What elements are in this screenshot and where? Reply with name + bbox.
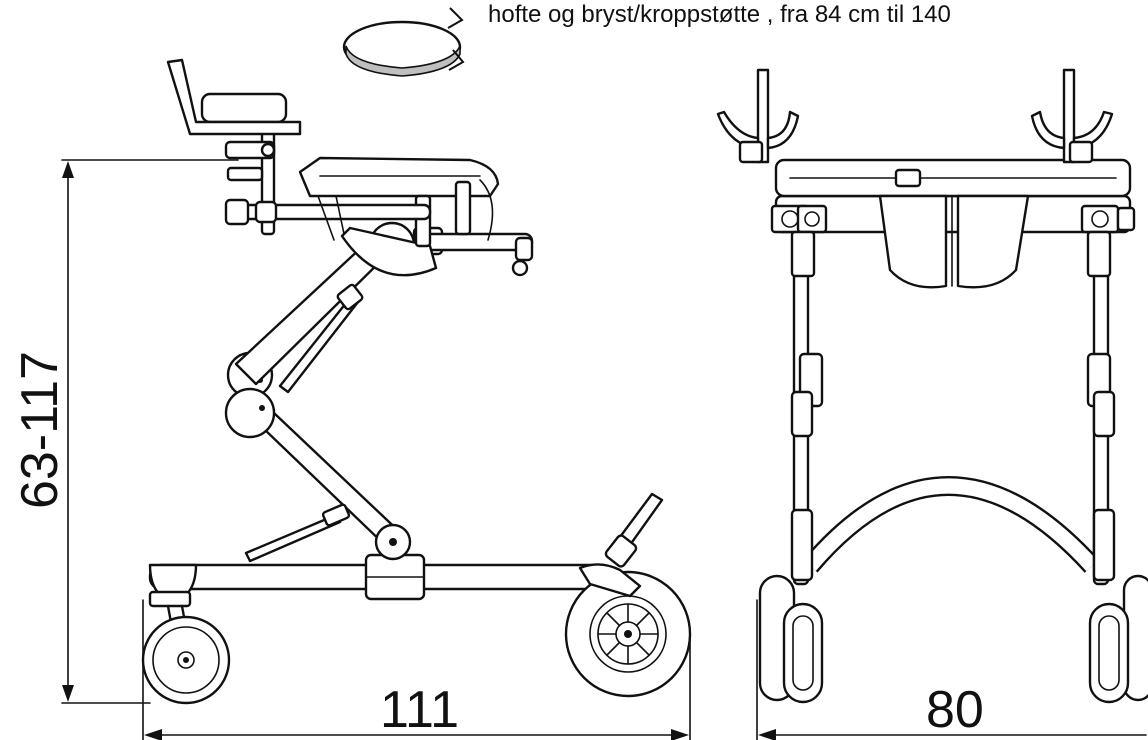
height-dimension-line <box>61 159 239 704</box>
front-width-dimension-line <box>756 599 1147 740</box>
front-width-dimension-label: 80 <box>926 681 984 739</box>
side-view-walker <box>141 58 692 705</box>
caption-text: hofte og bryst/kroppstøtte , fra 84 cm t… <box>488 1 951 28</box>
front-view-walker <box>716 68 1148 704</box>
side-width-dimension-label: 111 <box>380 681 460 739</box>
rotation-arrow-icon <box>342 7 465 77</box>
